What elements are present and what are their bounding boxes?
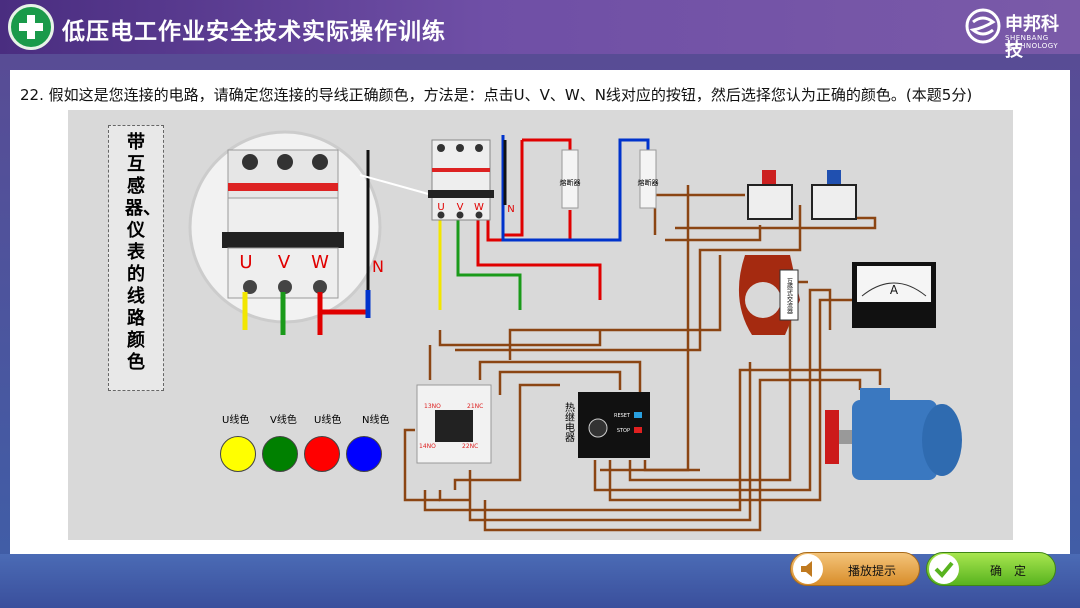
relay-label: 热继电器 bbox=[563, 401, 575, 443]
checkmark-icon bbox=[929, 554, 959, 584]
fuse-2: 熔断器 bbox=[638, 149, 659, 209]
blue-swatch-button[interactable] bbox=[346, 436, 382, 472]
breaker-label-u: U bbox=[437, 202, 444, 213]
zoom-label-w: W bbox=[311, 252, 329, 273]
zoom-label-u: U bbox=[239, 252, 252, 273]
zoom-label-v: V bbox=[278, 252, 291, 273]
breaker: U V W N bbox=[428, 139, 515, 221]
current-transformer: 互感式交流器 bbox=[738, 255, 800, 335]
yellow-swatch-button[interactable] bbox=[220, 436, 256, 472]
breaker-label-n: N bbox=[507, 204, 514, 215]
fuse-1-label: 熔断器 bbox=[560, 178, 581, 187]
breaker-label-v: V bbox=[457, 202, 464, 213]
relay-reset-label: RESET bbox=[614, 413, 631, 419]
swatch-label-u: U线色 bbox=[222, 415, 250, 426]
brand-logo: 申邦科技 SHENBANG TECHNOLOGY bbox=[965, 6, 1075, 61]
zoom-label-n: N bbox=[372, 257, 384, 276]
ammeter: A bbox=[852, 262, 936, 328]
side-label: 带互感器、仪表的线路颜色 bbox=[125, 132, 161, 373]
fuse-1: 熔断器 bbox=[560, 149, 581, 209]
cross-logo-icon bbox=[8, 4, 54, 50]
play-hint-button[interactable]: 播放提示 bbox=[790, 552, 920, 586]
fuse-2-label: 熔断器 bbox=[638, 178, 659, 187]
swatch-label-n: N线色 bbox=[362, 415, 390, 426]
relay-stop-label: STOP bbox=[617, 428, 630, 434]
breaker-zoom: U V W N bbox=[188, 130, 433, 335]
motor-icon bbox=[825, 388, 962, 480]
breaker-label-w: W bbox=[474, 202, 484, 213]
contactor-tag-13no: 13NO bbox=[424, 403, 441, 410]
app-title: 低压电工作业安全技术实际操作训练 bbox=[62, 19, 446, 45]
confirm-label: 确 定 bbox=[989, 564, 1026, 578]
green-swatch-button[interactable] bbox=[262, 436, 298, 472]
contactor-tag-21nc: 21NC bbox=[467, 403, 483, 410]
contactor-tag-22nc: 22NC bbox=[462, 443, 478, 450]
side-label-box: 带互感器、仪表的线路颜色 bbox=[108, 125, 164, 391]
stop-button bbox=[811, 170, 857, 220]
swatch-label-v: V线色 bbox=[270, 415, 297, 426]
question-text: 22. 假如这是您连接的电路，请确定您连接的导线正确颜色，方法是：点击U、V、W… bbox=[20, 86, 973, 104]
play-hint-label: 播放提示 bbox=[847, 564, 896, 578]
header-bar: 低压电工作业安全技术实际操作训练 申邦科技 SHENBANG TECHNOLOG… bbox=[0, 0, 1080, 61]
contactor-tag-14no: 14NO bbox=[419, 443, 436, 450]
swatch-label-w: U线色 bbox=[314, 415, 342, 426]
thermal-relay: 热继电器 RESET STOP bbox=[563, 392, 650, 458]
speaker-icon bbox=[793, 554, 823, 584]
ammeter-label: A bbox=[890, 283, 899, 297]
contactor: 13NO 21NC 14NO 22NC bbox=[416, 384, 492, 464]
start-button bbox=[747, 170, 793, 220]
brand-name: 申邦科技 bbox=[1005, 14, 1059, 61]
ct-label: 互感式交流器 bbox=[786, 278, 793, 315]
power-wires bbox=[438, 135, 650, 310]
brand-subtitle: SHENBANG TECHNOLOGY bbox=[1005, 34, 1059, 50]
red-swatch-button[interactable] bbox=[304, 436, 340, 472]
confirm-button[interactable]: 确 定 bbox=[926, 552, 1056, 586]
brand-swirl-icon bbox=[965, 8, 1001, 44]
